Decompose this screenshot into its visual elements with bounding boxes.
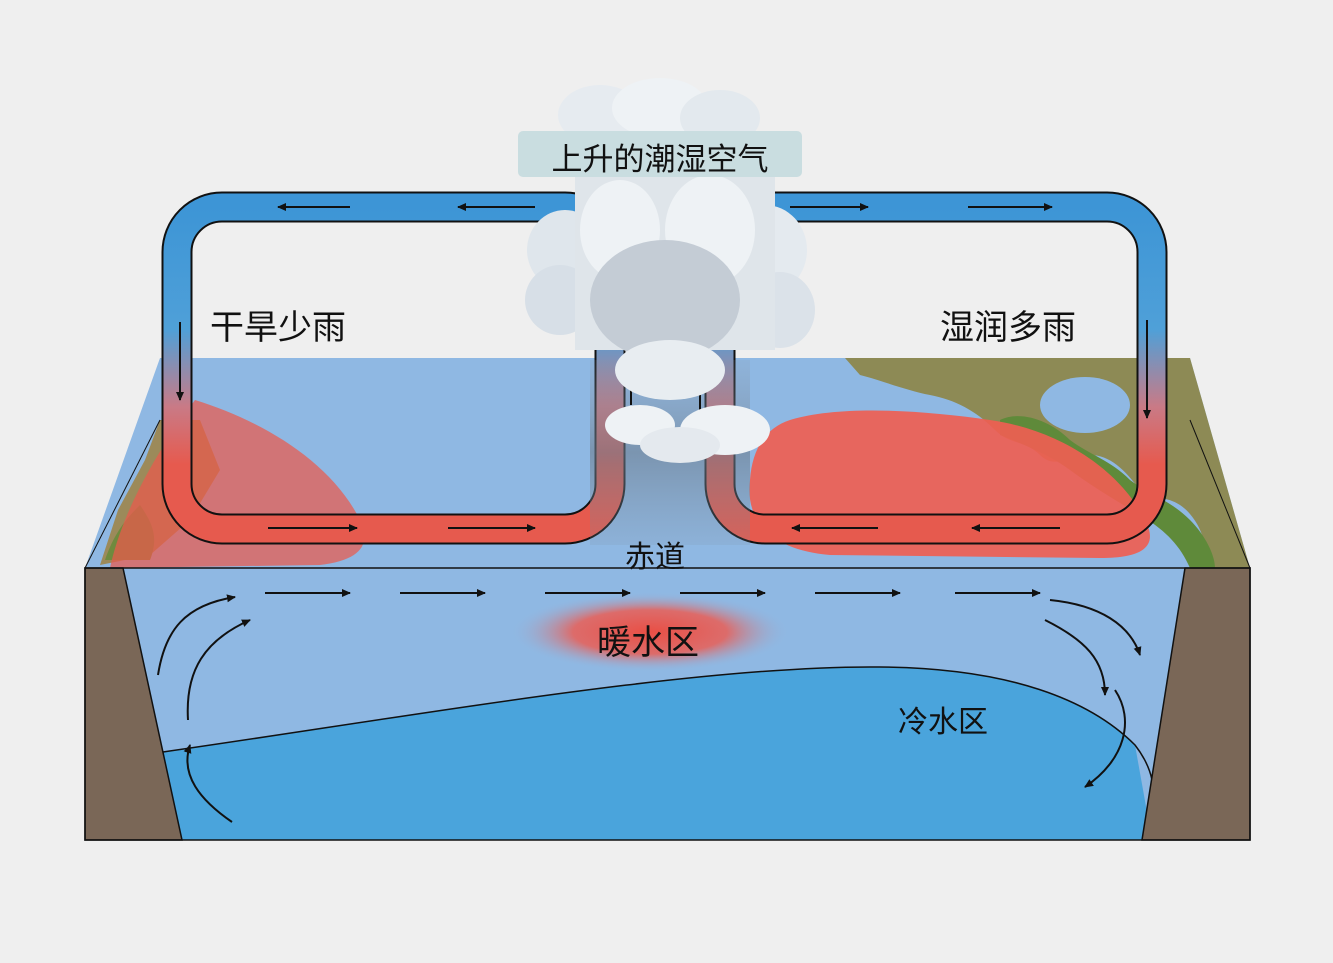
warm-water-zone bbox=[510, 592, 790, 672]
arrow-icon bbox=[186, 619, 251, 721]
surface-edge-left bbox=[84, 419, 161, 569]
arrow-icon bbox=[1049, 599, 1142, 656]
dry-region-label: 干旱少雨 bbox=[210, 308, 346, 348]
arrow-icon bbox=[183, 744, 233, 823]
arrow-icon bbox=[1044, 619, 1109, 696]
surface-current-arrows bbox=[157, 589, 1142, 823]
surface-edge-right bbox=[1189, 419, 1251, 569]
arrow-icon bbox=[1084, 689, 1126, 788]
equator-label: 赤道 bbox=[625, 540, 685, 575]
cold-water-zone bbox=[163, 666, 1152, 840]
cross-section-outline bbox=[84, 567, 1251, 841]
rising-air-label: 上升的潮湿空气 bbox=[551, 142, 769, 178]
arrow-icon bbox=[157, 594, 236, 676]
warm-zone-label: 暖水区 bbox=[597, 623, 699, 663]
rising-air-label-box bbox=[518, 131, 802, 177]
cloud-icon bbox=[525, 78, 815, 463]
gulf-water bbox=[1040, 377, 1130, 433]
wet-region-label: 湿润多雨 bbox=[940, 308, 1076, 348]
thermocline-line bbox=[162, 666, 1153, 781]
cold-zone-label: 冷水区 bbox=[898, 705, 988, 740]
